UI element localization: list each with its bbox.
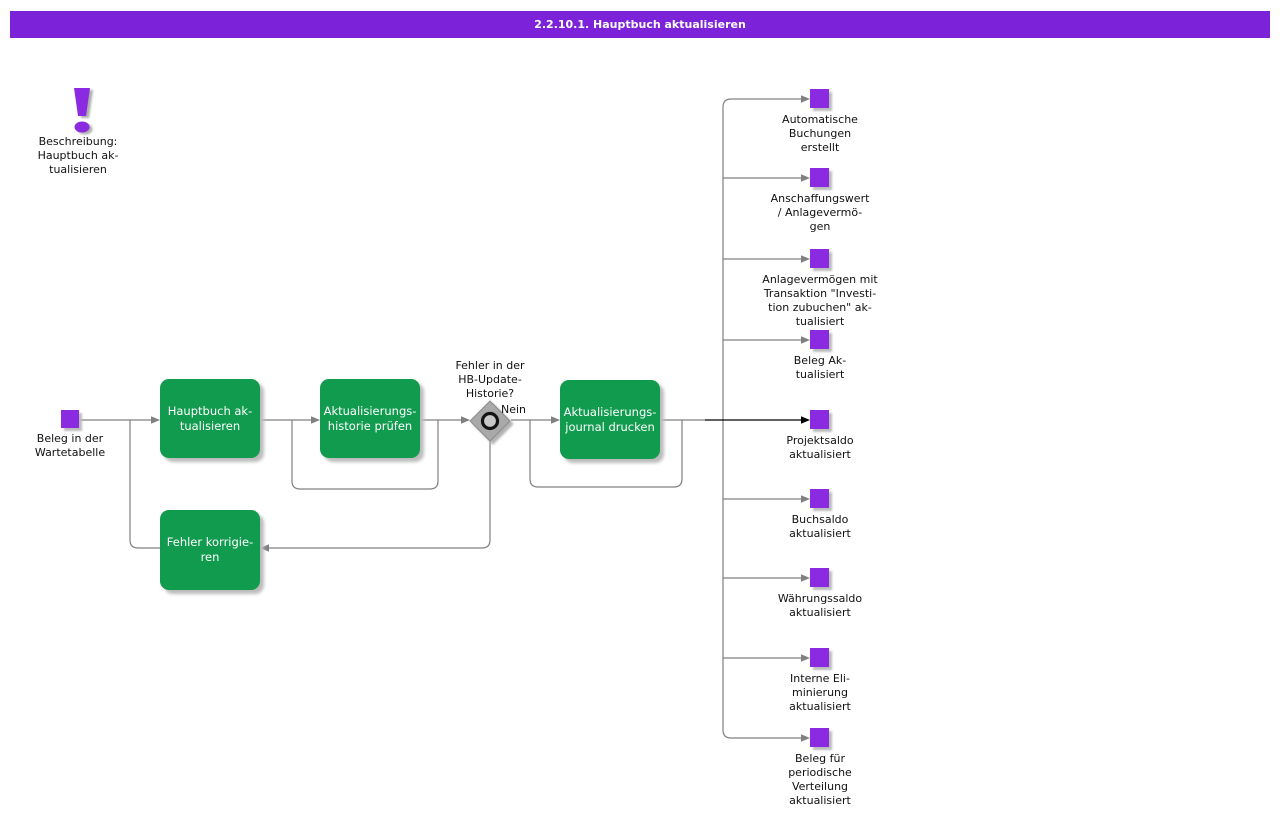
event-anlagevermoegen-aktualisiert[interactable] <box>810 249 829 268</box>
gateway-circle-icon <box>480 411 500 431</box>
event-interne-eliminierung-aktualisiert[interactable] <box>810 648 829 667</box>
end-event-label: Beleg für periodische Verteilung aktuali… <box>788 752 852 807</box>
event-automatische-buchungen-erstellt[interactable] <box>810 89 829 108</box>
exclamation-icon <box>74 88 90 133</box>
function-hauptbuch-aktualisieren[interactable]: Hauptbuch ak- tualisieren <box>160 379 260 458</box>
end-event-label: Projektsaldo aktualisiert <box>786 434 854 461</box>
function-label: Fehler korrigie- ren <box>166 535 254 564</box>
diagram-title-bar: 2.2.10.1. Hauptbuch aktualisieren <box>10 11 1270 38</box>
description-note-label: Beschreibung: Hauptbuch ak- tualisieren <box>37 135 119 176</box>
function-aktualisierungsjournal-drucken[interactable]: Aktualisierungs- journal drucken <box>560 380 660 459</box>
function-fehler-korrigieren[interactable]: Fehler korrigie- ren <box>160 510 260 590</box>
diagram-title: 2.2.10.1. Hauptbuch aktualisieren <box>534 18 746 31</box>
decision-answer-label: Nein <box>501 403 527 416</box>
event-projektsaldo-aktualisiert[interactable] <box>810 410 829 429</box>
end-event-label: Beleg Ak- tualisiert <box>793 354 847 381</box>
end-event-label: Buchsaldo aktualisiert <box>789 513 851 540</box>
end-event-label: Automatische Buchungen erstellt <box>782 113 858 154</box>
decision-question-label: Fehler in der HB-Update- Historie? <box>455 359 525 400</box>
end-event-label: Interne Eli- minierung aktualisiert <box>789 672 851 713</box>
function-label: Aktualisierungs- historie prüfen <box>323 403 417 433</box>
event-beleg-aktualisiert[interactable] <box>810 330 829 349</box>
event-anschaffungswert-anlagevermoegen[interactable] <box>810 168 829 187</box>
function-label: Aktualisierungs- journal drucken <box>563 404 657 434</box>
event-waehrungssaldo-aktualisiert[interactable] <box>810 568 829 587</box>
event-beleg-periodische-verteilung[interactable] <box>810 728 829 747</box>
start-event-label: Beleg in der Wartetabelle <box>34 432 106 459</box>
event-buchsaldo-aktualisiert[interactable] <box>810 489 829 508</box>
end-event-label: Währungssaldo aktualisiert <box>777 592 863 619</box>
function-aktualisierungshistorie-pruefen[interactable]: Aktualisierungs- historie prüfen <box>320 379 420 458</box>
end-event-label: Anschaffungswert / Anlagevermö- gen <box>770 192 870 233</box>
main-arrowhead <box>801 416 810 424</box>
function-label: Hauptbuch ak- tualisieren <box>167 403 253 433</box>
end-event-label: Anlagevermögen mit Transaktion "Investi-… <box>762 273 878 328</box>
event-beleg-in-der-wartetabelle[interactable] <box>61 410 79 428</box>
